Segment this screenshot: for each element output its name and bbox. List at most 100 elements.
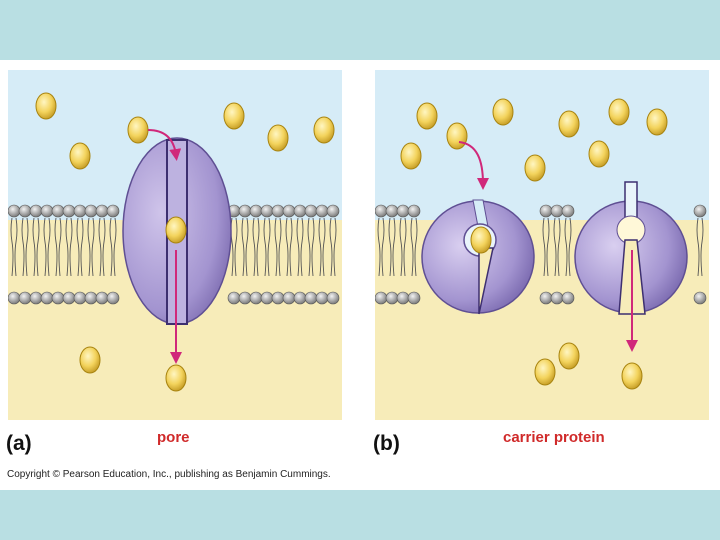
solute-molecule-icon (492, 98, 514, 126)
phospholipid-icon (8, 204, 21, 218)
solute-molecule-icon (534, 358, 556, 386)
phospholipid-icon (260, 204, 274, 218)
phospholipid-icon (282, 291, 296, 305)
phospholipid-icon (73, 204, 87, 218)
phospholipid-icon (8, 291, 21, 305)
phospholipid-icon (51, 204, 65, 218)
phospholipid-tail (54, 217, 62, 277)
phospholipid-icon (326, 204, 340, 218)
solute-molecule-icon (524, 154, 546, 182)
phospholipid-icon (315, 204, 329, 218)
phospholipid-tail (263, 217, 271, 277)
phospholipid-icon (539, 291, 553, 305)
solute-molecule-icon (267, 124, 289, 152)
phospholipid-tail (285, 217, 293, 277)
phospholipid-tail (564, 217, 572, 277)
phospholipid-icon (18, 204, 32, 218)
phospholipid-icon (73, 291, 87, 305)
phospholipid-icon (260, 291, 274, 305)
phospholipid-icon (95, 204, 109, 218)
phospholipid-tail (87, 217, 95, 277)
pore-caption: pore (157, 429, 190, 446)
phospholipid-icon (40, 204, 54, 218)
phospholipid-icon (550, 204, 564, 218)
phospholipid-tail (65, 217, 73, 277)
phospholipid-tail (98, 217, 106, 277)
phospholipid-icon (271, 204, 285, 218)
phospholipid-icon (282, 204, 296, 218)
phospholipid-icon (271, 291, 285, 305)
phospholipid-icon (407, 204, 421, 218)
solute-molecule-icon (621, 362, 643, 390)
phospholipid-icon (249, 204, 263, 218)
transport-arrow-icon (458, 141, 489, 190)
carrier-protein-caption: carrier protein (503, 429, 605, 446)
solute-molecule-icon (79, 346, 101, 374)
phospholipid-icon (106, 291, 120, 305)
phospholipid-icon (561, 204, 575, 218)
phospholipid-tail (21, 217, 29, 277)
phospholipid-tail (318, 217, 326, 277)
solute-molecule-icon (470, 226, 492, 254)
solute-molecule-icon (69, 142, 91, 170)
phospholipid-icon (106, 204, 120, 218)
carrier-protein-open-outside (421, 199, 535, 315)
phospholipid-icon (29, 204, 43, 218)
panel-b-letter: (b) (373, 432, 400, 455)
lipid-bilayer (375, 204, 707, 305)
solute-molecules (400, 98, 668, 390)
phospholipid-icon (95, 291, 109, 305)
phospholipid-icon (326, 291, 340, 305)
solute-molecule-icon (588, 140, 610, 168)
phospholipid-tail (399, 217, 407, 277)
phospholipid-icon (375, 291, 388, 305)
solute-molecule-icon (127, 116, 149, 144)
phospholipid-tail (76, 217, 84, 277)
panel-a-diagram (8, 70, 342, 420)
phospholipid-icon (315, 291, 329, 305)
panel-a-letter: (a) (6, 432, 32, 455)
phospholipid-icon (238, 291, 252, 305)
phospholipid-tail (307, 217, 315, 277)
phospholipid-tail (296, 217, 304, 277)
phospholipid-tail (10, 217, 18, 277)
phospholipid-icon (693, 291, 707, 305)
solute-molecule-icon (558, 342, 580, 370)
copyright-notice: Copyright © Pearson Education, Inc., pub… (7, 469, 331, 480)
phospholipid-icon (304, 291, 318, 305)
phospholipid-icon (51, 291, 65, 305)
phospholipid-icon (561, 291, 575, 305)
transport-arrow-icon (147, 129, 182, 161)
solute-molecules (35, 92, 335, 392)
phospholipid-icon (539, 204, 553, 218)
phospholipid-icon (84, 204, 98, 218)
phospholipid-tail (32, 217, 40, 277)
solute-molecule-icon (400, 142, 422, 170)
phospholipid-icon (29, 291, 43, 305)
phospholipid-icon (40, 291, 54, 305)
phospholipid-tail (388, 217, 396, 277)
phospholipid-icon (293, 204, 307, 218)
solute-molecule-icon (313, 116, 335, 144)
phospholipid-tail (109, 217, 117, 277)
phospholipid-tail (274, 217, 282, 277)
phospholipid-icon (227, 291, 241, 305)
phospholipid-icon (385, 291, 399, 305)
panel-b-diagram (375, 70, 709, 420)
phospholipid-icon (407, 291, 421, 305)
phospholipid-icon (293, 291, 307, 305)
outside-region (375, 70, 709, 220)
phospholipid-tail (542, 217, 550, 277)
phospholipid-icon (18, 291, 32, 305)
solute-molecule-icon (223, 102, 245, 130)
phospholipid-icon (375, 204, 388, 218)
phospholipid-tail (410, 217, 418, 277)
phospholipid-tail (252, 217, 260, 277)
solute-molecule-icon (646, 108, 668, 136)
phospholipid-tail (377, 217, 385, 277)
phospholipid-tail (329, 217, 337, 277)
phospholipid-tail (43, 217, 51, 277)
solute-molecule-icon (35, 92, 57, 120)
phospholipid-tail (241, 217, 249, 277)
phospholipid-icon (693, 204, 707, 218)
